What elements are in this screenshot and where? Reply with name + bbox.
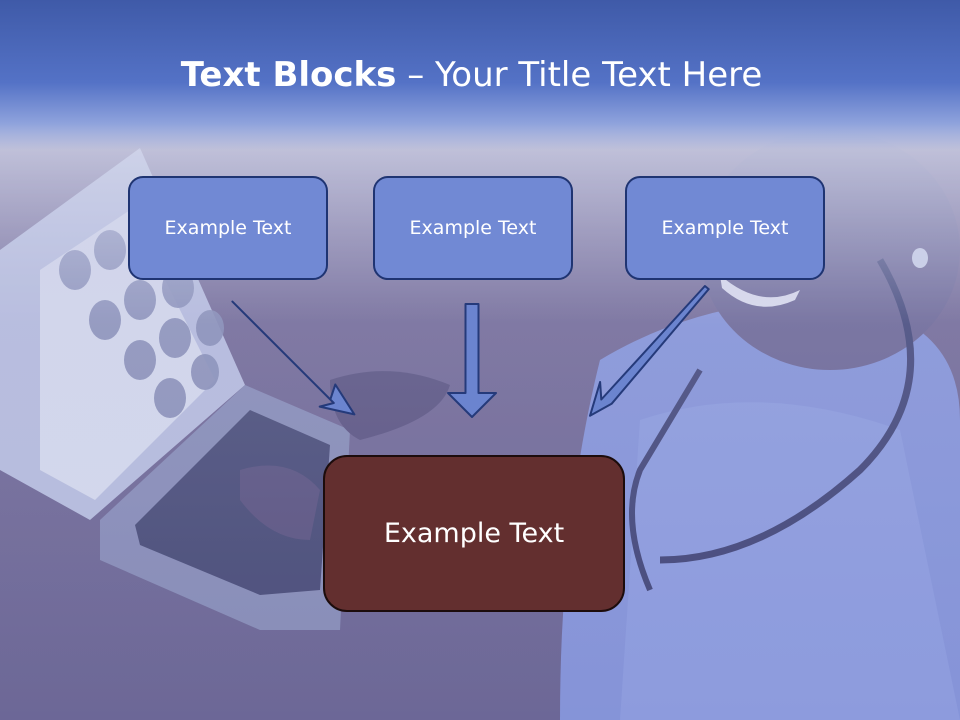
title-dash: – bbox=[407, 55, 425, 95]
example-block-right[interactable]: Example Text bbox=[625, 176, 825, 280]
example-block-left-label: Example Text bbox=[164, 217, 292, 239]
slide-title: Text Blocks – Your Title Text Here bbox=[0, 52, 943, 98]
example-block-bottom-label: Example Text bbox=[383, 518, 565, 549]
title-rest: Your Title Text Here bbox=[435, 55, 763, 95]
example-block-bottom[interactable]: Example Text bbox=[323, 455, 625, 612]
title-bold: Text Blocks bbox=[180, 55, 397, 95]
example-block-left[interactable]: Example Text bbox=[128, 176, 328, 280]
example-block-center-label: Example Text bbox=[409, 217, 537, 239]
example-block-right-label: Example Text bbox=[661, 217, 789, 239]
example-block-center[interactable]: Example Text bbox=[373, 176, 573, 280]
title-band bbox=[0, 0, 960, 150]
